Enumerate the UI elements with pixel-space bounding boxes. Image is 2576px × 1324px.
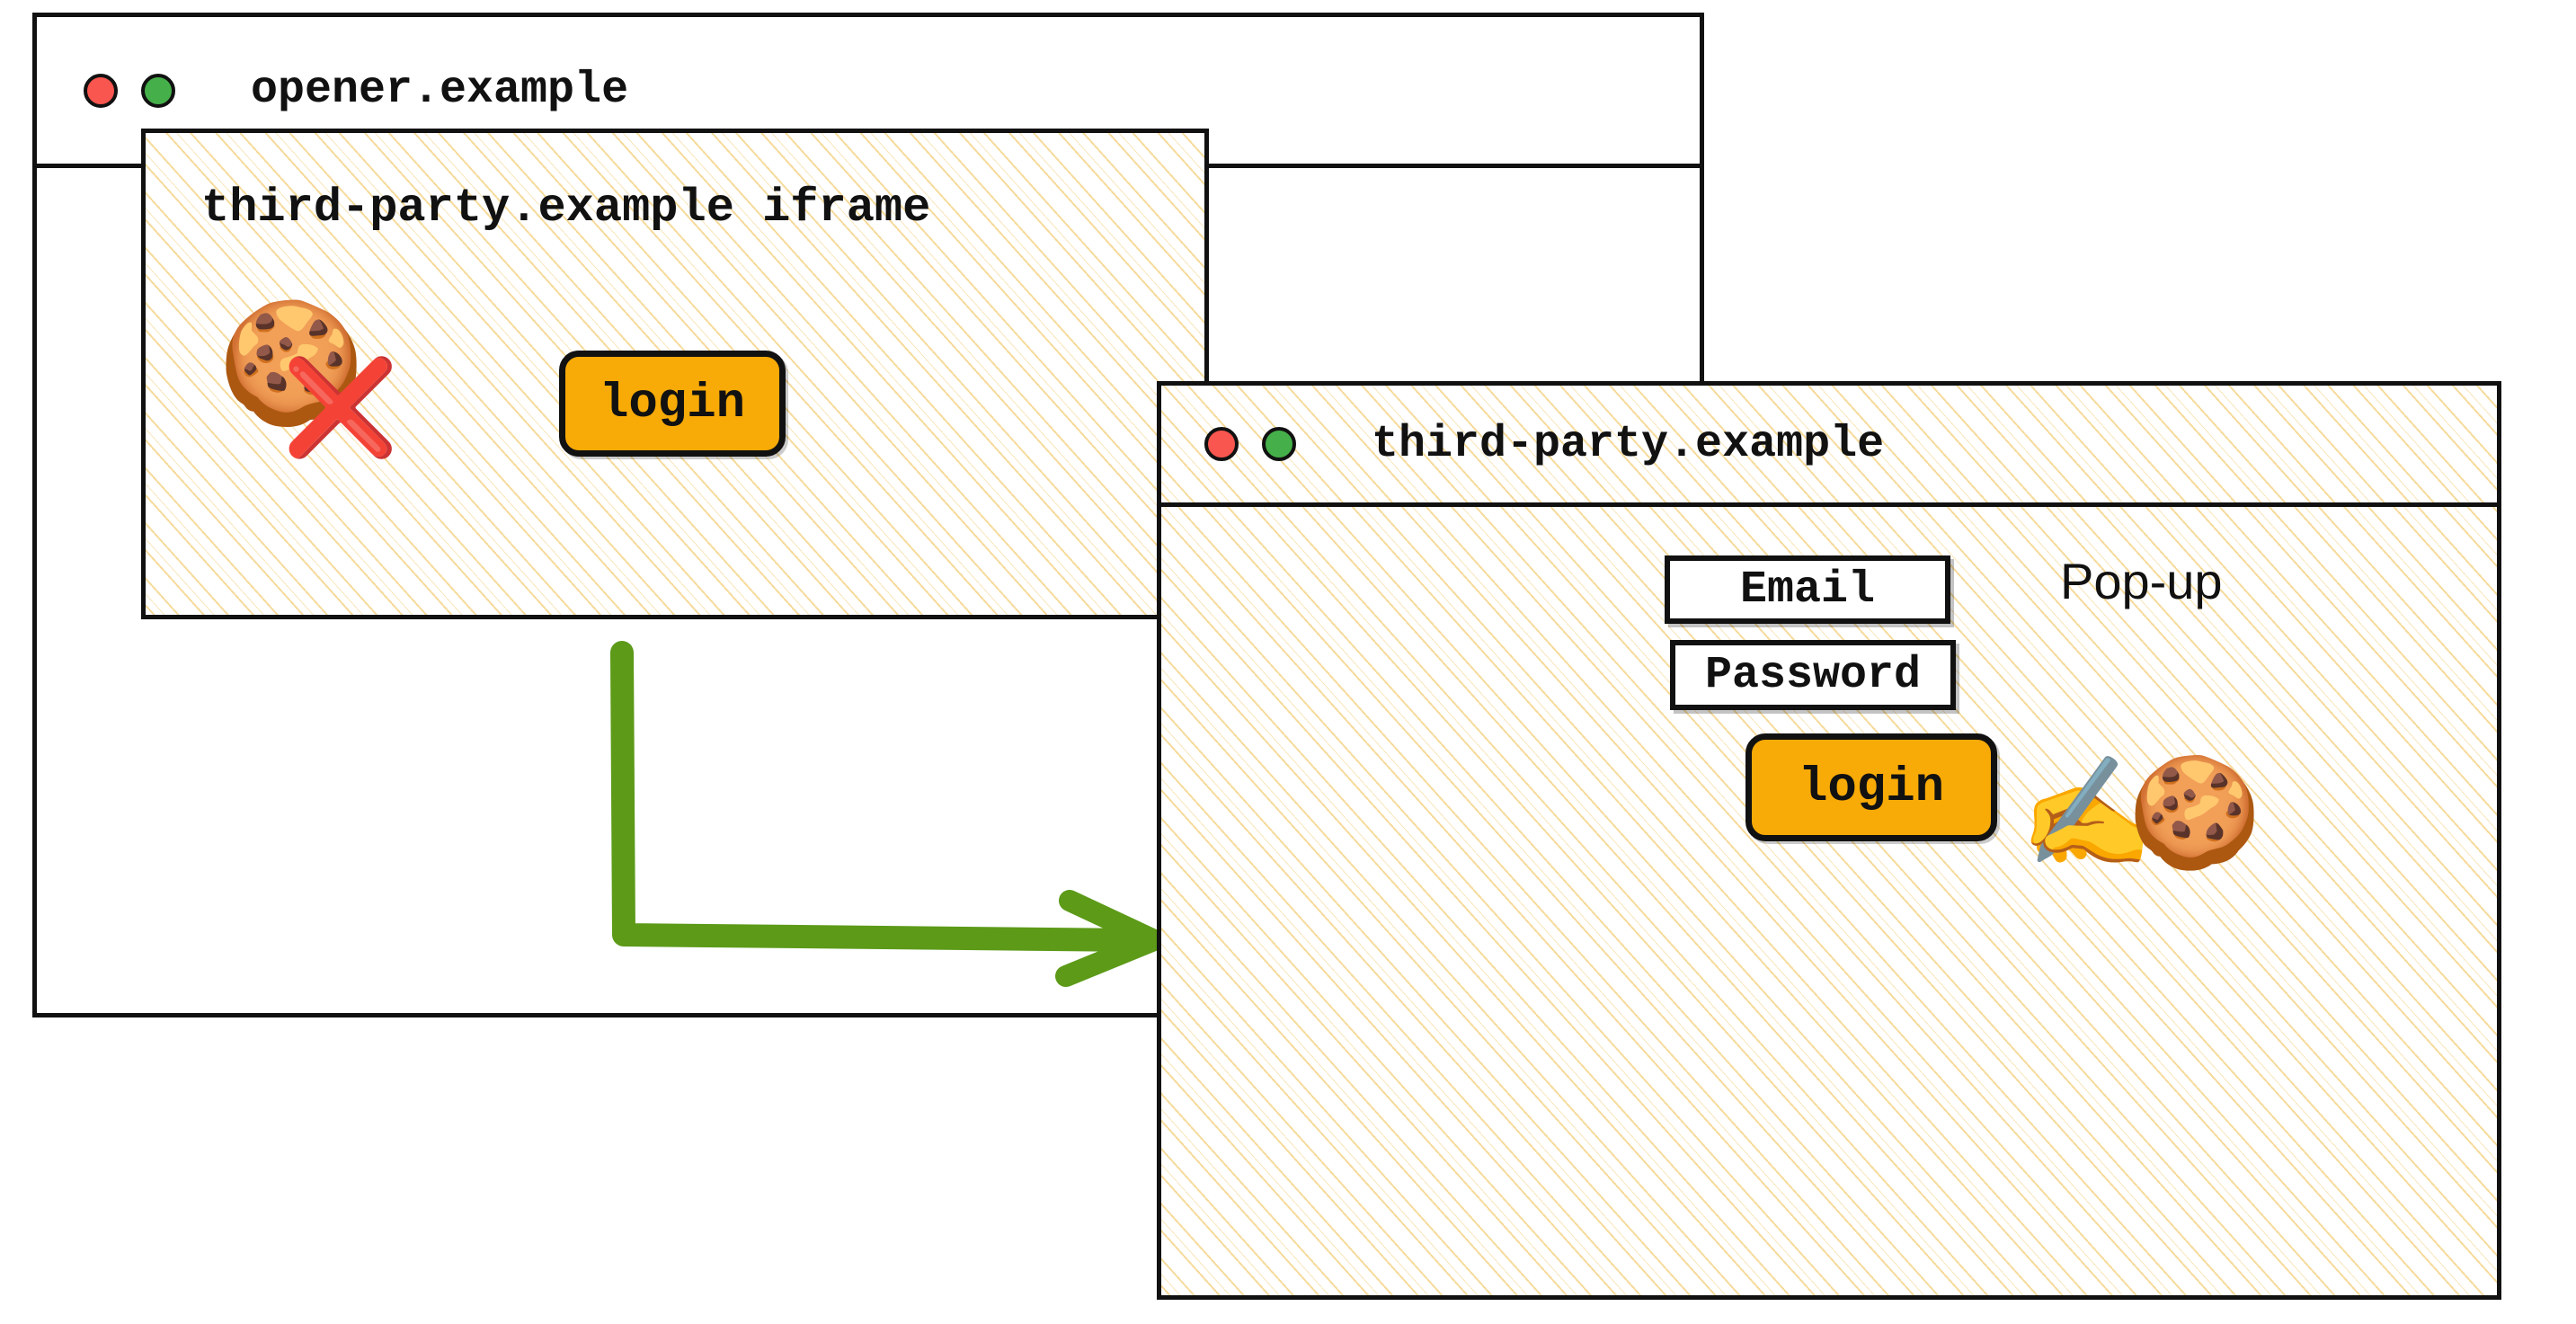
- popup-content-area: Email Password login Pop-up ✍️ 🍪: [1161, 507, 2497, 1295]
- cross-mark-icon: ❌: [282, 362, 399, 468]
- popup-annotation-label: Pop-up: [2060, 553, 2223, 609]
- iframe-label: third-party.example iframe: [201, 182, 931, 235]
- third-party-iframe: third-party.example iframe 🍪 ❌ login: [141, 129, 1209, 619]
- cookie-icon: 🍪: [218, 305, 366, 440]
- email-field[interactable]: Email: [1665, 555, 1950, 624]
- password-field[interactable]: Password: [1670, 640, 1956, 710]
- popup-login-button[interactable]: login: [1745, 733, 1997, 841]
- writing-hand-icon: ✍️: [2020, 760, 2154, 883]
- maximize-dot-icon[interactable]: [141, 73, 175, 108]
- popup-window-title: third-party.example: [1372, 418, 1885, 470]
- popup-browser-window: third-party.example Email Password login…: [1157, 381, 2501, 1300]
- popup-title-bar: third-party.example: [1161, 386, 2497, 507]
- popup-window-controls: [1204, 427, 1296, 461]
- close-dot-icon[interactable]: [1204, 427, 1239, 461]
- opener-window-controls: [84, 73, 175, 108]
- iframe-login-button[interactable]: login: [559, 351, 786, 457]
- cookie-icon: 🍪: [2127, 760, 2262, 883]
- opener-window-title: opener.example: [251, 65, 629, 116]
- close-dot-icon[interactable]: [84, 73, 118, 108]
- maximize-dot-icon[interactable]: [1262, 427, 1296, 461]
